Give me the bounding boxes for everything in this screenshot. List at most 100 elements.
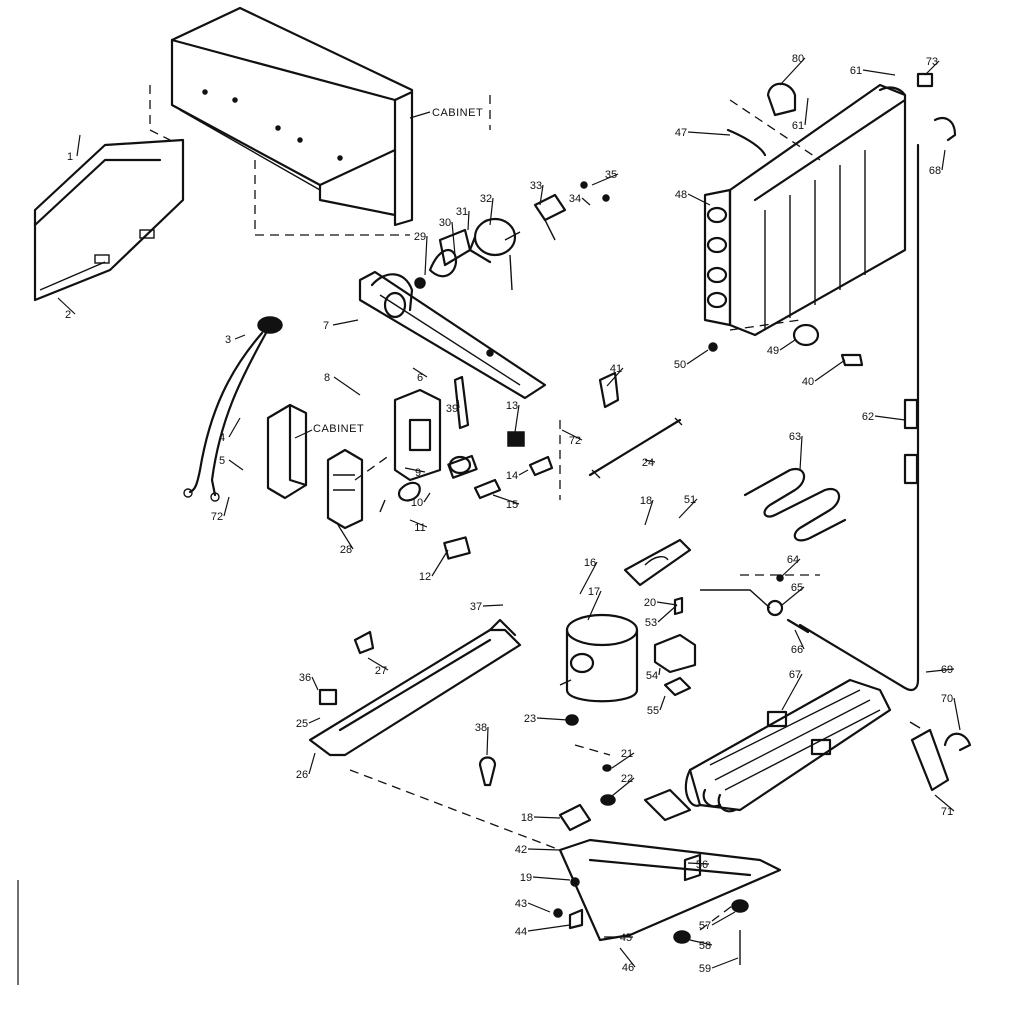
evap-clips (708, 72, 957, 367)
part-number-label: 28 (340, 544, 352, 556)
side-panel (33, 138, 185, 302)
part-number-label: 71 (941, 806, 953, 818)
part-number-label: 59 (699, 963, 711, 975)
part-number-label: 14 (506, 470, 518, 482)
part-labels: 1234567891011121314151617181819202122232… (57, 53, 961, 975)
compressor (559, 613, 639, 726)
part-number-label: 34 (569, 193, 581, 205)
leader-line (611, 752, 635, 769)
part-number-label: 19 (520, 872, 532, 884)
part-number-label: 3 (225, 334, 231, 346)
part-number-label: 1 (67, 151, 73, 163)
drier-parts (766, 574, 810, 634)
part-number-label: 80 (792, 53, 804, 65)
part-number-label: 37 (470, 601, 482, 613)
part-number-label: 30 (439, 217, 451, 229)
leader-line (687, 193, 711, 206)
leader-line (332, 319, 359, 326)
part-number-label: 22 (621, 773, 633, 785)
leader-line (527, 902, 551, 913)
leader-line (228, 417, 241, 438)
part-number-label: 61 (850, 65, 862, 77)
part-number-label: 62 (862, 411, 874, 423)
part-number-label: 16 (584, 557, 596, 569)
leader-line (457, 399, 460, 409)
leader-line (579, 561, 598, 595)
part-number-label: 49 (767, 345, 779, 357)
condenser (684, 678, 892, 813)
leader-line (687, 862, 710, 865)
leader-line (228, 459, 244, 471)
part-number-label: 27 (375, 665, 387, 677)
leader-line (659, 695, 666, 711)
part-number-label: 41 (610, 363, 622, 375)
fan-bracket (358, 270, 547, 400)
leader-line (423, 492, 431, 503)
leader-line (467, 210, 470, 231)
part-number-label: 18 (640, 495, 652, 507)
leader-line (658, 667, 661, 676)
cabinet-label-mid: CABINET (313, 423, 364, 435)
part-number-label: 46 (622, 962, 634, 974)
leader-line (644, 499, 654, 526)
relay-bracket (623, 538, 697, 697)
leader-line (941, 149, 946, 171)
part-number-label: 11 (414, 522, 425, 534)
leader-line (536, 717, 569, 721)
leader-line (799, 435, 803, 471)
part-number-label: 56 (696, 859, 708, 871)
leader-line (678, 498, 698, 519)
part-number-label: 13 (506, 400, 518, 412)
part-number-label: 10 (411, 497, 423, 509)
leader-line (711, 911, 736, 926)
part-number-label: 35 (605, 169, 617, 181)
heater-loop (743, 467, 847, 542)
leader-line (527, 848, 561, 851)
leader-line (934, 794, 955, 812)
leader-line (779, 339, 796, 351)
part-number-label: 54 (646, 670, 658, 682)
leader-line (451, 221, 456, 256)
fan-motor (414, 217, 521, 291)
base-frame (478, 756, 782, 965)
leader-line (431, 549, 449, 577)
leader-line (539, 184, 544, 206)
leader-line (689, 939, 713, 946)
part-number-label: 9 (415, 467, 421, 479)
leader-line (611, 777, 635, 797)
part-number-label: 40 (802, 376, 814, 388)
part-number-label: 45 (620, 932, 632, 944)
part-number-label: 31 (456, 206, 468, 218)
part-number-label: 65 (791, 582, 803, 594)
leader-line (874, 415, 906, 421)
leader-line (533, 816, 561, 819)
part-number-label: 4 (219, 432, 225, 444)
part-number-label: 6 (417, 372, 423, 384)
leader-line (781, 673, 803, 711)
leader-line (781, 586, 805, 606)
part-number-label: 64 (787, 554, 799, 566)
part-number-label: 18 (521, 812, 533, 824)
leader-line (711, 957, 739, 969)
part-number-label: 68 (929, 165, 941, 177)
leader-line (482, 604, 504, 607)
part-number-label: 33 (530, 180, 542, 192)
filter-drier (909, 721, 972, 792)
part-number-label: 61 (792, 120, 804, 132)
leader-line (514, 404, 520, 433)
leader-line (518, 469, 529, 476)
fan-bracket-33 (533, 181, 610, 241)
base-rail (308, 618, 522, 757)
part-number-label: 42 (515, 844, 527, 856)
leader-line (412, 367, 428, 378)
rod-24 (588, 417, 683, 479)
part-number-label: 23 (524, 713, 536, 725)
part-number-label: 21 (621, 748, 633, 760)
leader-line (234, 334, 246, 340)
leader-line (76, 134, 81, 157)
part-number-label: 72 (569, 435, 581, 447)
part-number-label: 17 (588, 586, 600, 598)
part-number-label: 73 (926, 56, 938, 68)
part-number-label: 29 (414, 231, 426, 243)
leader-line (657, 604, 678, 623)
